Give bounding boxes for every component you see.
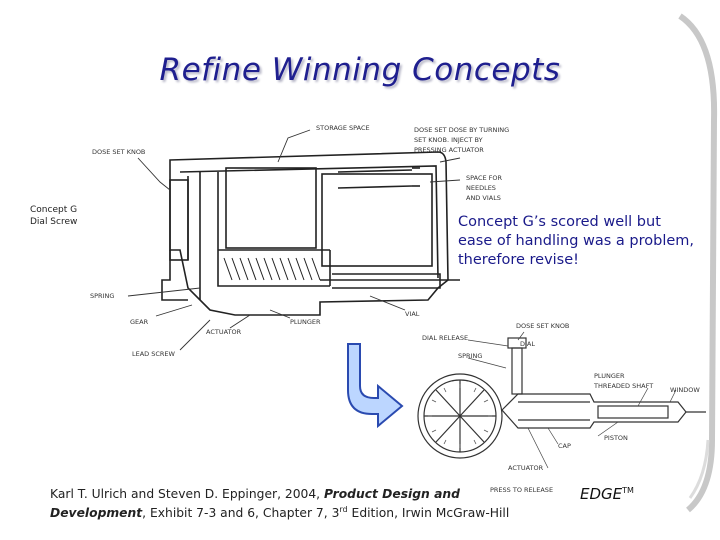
label-bottom-spring: SPRING (458, 352, 482, 360)
label-vial: VIAL (405, 310, 420, 318)
source-credit: Karl T. Ulrich and Steven D. Eppinger, 2… (50, 486, 570, 521)
label-set-knob: SET KNOB. INJECT BY (414, 136, 483, 144)
concept-g-sketch: Concept G Dial Screw DOSE SET KNOB STORA… (30, 124, 509, 358)
label-space-for: SPACE FOR (466, 174, 503, 182)
label-dose-set-knob: DOSE SET KNOB (92, 148, 145, 156)
credit-book-title-part1: Product Design and (324, 487, 460, 501)
label-piston: PISTON (604, 434, 628, 442)
revised-concept-sketch: DOSE SET KNOB DIAL RELEASE DIAL SPRING P… (417, 322, 706, 494)
label-concept-g: Concept G (30, 205, 77, 215)
slide-title: Refine Winning Concepts (159, 52, 561, 88)
label-actuator: ACTUATOR (206, 328, 242, 336)
curved-arrow-icon (347, 343, 404, 429)
label-window: WINDOW (670, 386, 700, 394)
label-spring: SPRING (90, 292, 114, 300)
label-dose-set: DOSE SET DOSE BY TURNING (414, 126, 509, 134)
label-pressing: PRESSING ACTUATOR (414, 146, 484, 154)
label-plunger: PLUNGER (290, 318, 321, 326)
label-threaded-shaft: THREADED SHAFT (593, 382, 653, 390)
label-bottom-dose-set-knob: DOSE SET KNOB (516, 322, 569, 330)
label-dial-release: DIAL RELEASE (422, 334, 468, 342)
label-dial-screw: Dial Screw (30, 217, 77, 227)
credit-exhibit: , Exhibit 7-3 and 6, Chapter 7, 3 (142, 506, 340, 521)
label-dial: DIAL (520, 340, 535, 348)
credit-book-title-part2: Development (50, 506, 143, 521)
revision-note: Concept G’s scored well but ease of hand… (458, 213, 698, 270)
label-needles: NEEDLES (466, 184, 496, 192)
label-cap: CAP (558, 442, 571, 450)
credit-authors: Karl T. Ulrich and Steven D. Eppinger, 2… (50, 487, 325, 501)
label-press-release: PRESS TO RELEASE (490, 486, 553, 494)
label-lead-screw: LEAD SCREW (132, 350, 176, 358)
credit-ordinal: rd (339, 505, 348, 514)
label-bottom-actuator: ACTUATOR (508, 464, 544, 472)
edge-logo-text: EDGE (580, 485, 623, 503)
credit-publisher: Edition, Irwin McGraw-Hill (347, 506, 510, 521)
edge-trademark: TM (622, 486, 634, 495)
label-storage-space: STORAGE SPACE (316, 124, 370, 132)
edge-logo: EDGETM (580, 485, 634, 503)
label-bottom-plunger: PLUNGER (594, 372, 625, 380)
label-and-vials: AND VIALS (466, 194, 501, 202)
label-gear: GEAR (130, 318, 149, 326)
